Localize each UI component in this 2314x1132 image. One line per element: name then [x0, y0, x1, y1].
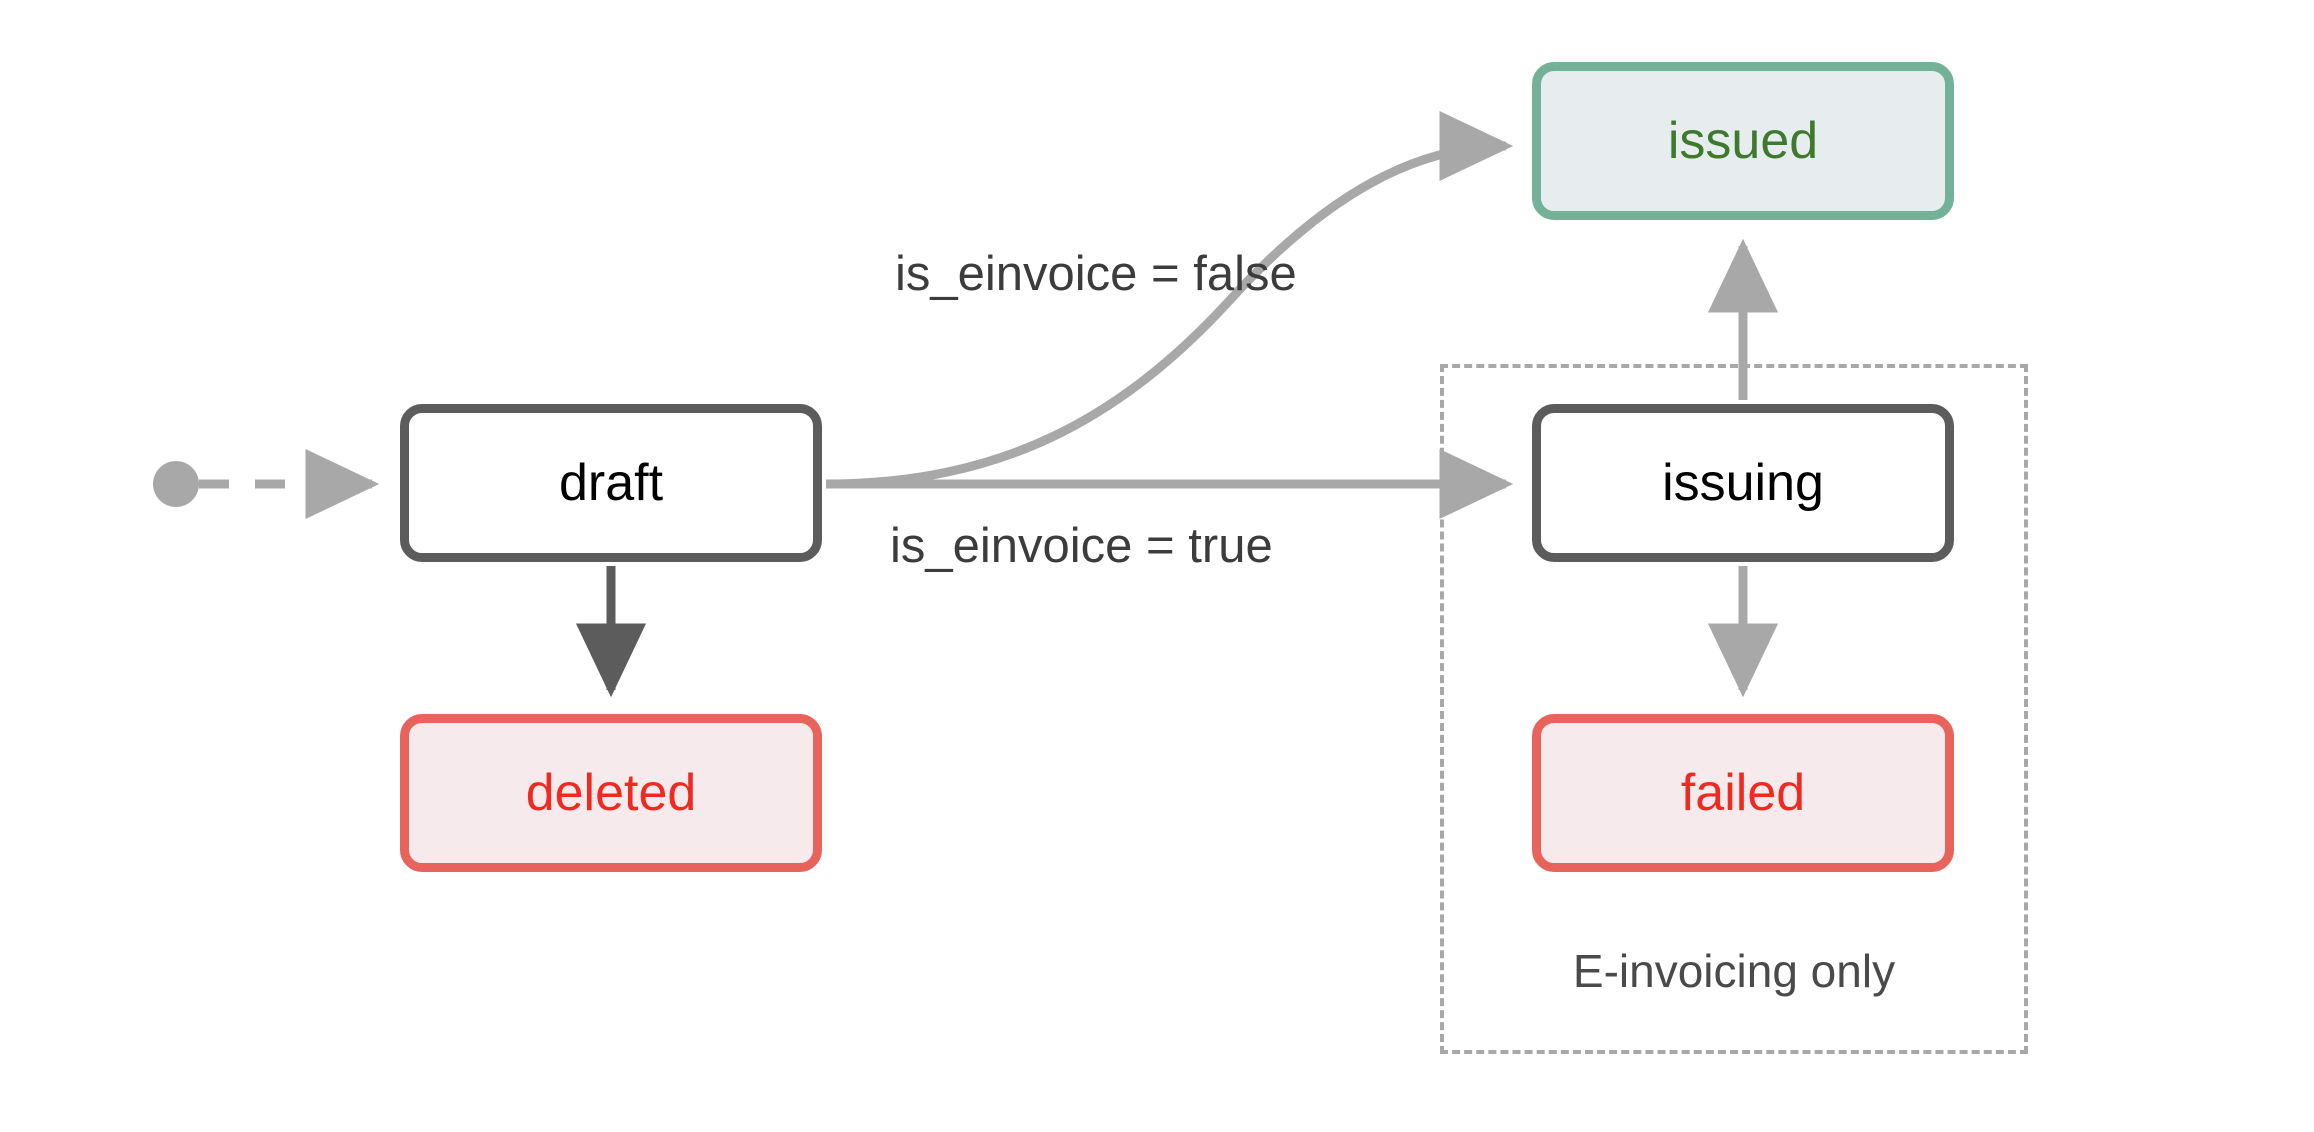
state-node-deleted-label: deleted [525, 764, 697, 822]
state-node-issued-label: issued [1667, 112, 1819, 170]
state-node-draft[interactable]: draft [400, 404, 822, 562]
state-node-issuing[interactable]: issuing [1532, 404, 1954, 562]
group-label-einvoicing-only: E-invoicing only [1572, 945, 1896, 997]
state-node-draft-label: draft [558, 454, 664, 512]
state-node-issuing-label: issuing [1662, 454, 1824, 512]
state-node-deleted[interactable]: deleted [400, 714, 822, 872]
initial-state-dot [153, 461, 199, 507]
state-node-issued[interactable]: issued [1532, 62, 1954, 220]
group-einvoicing-only [1440, 364, 2028, 1054]
edge-draft-to-issued [825, 110, 1514, 489]
state-node-failed[interactable]: failed [1532, 714, 1954, 872]
state-node-failed-label: failed [1680, 764, 1806, 822]
edge-label-einvoice-true: is_einvoice = true [890, 519, 1273, 573]
edge-label-einvoice-false: is_einvoice = false [895, 247, 1297, 301]
